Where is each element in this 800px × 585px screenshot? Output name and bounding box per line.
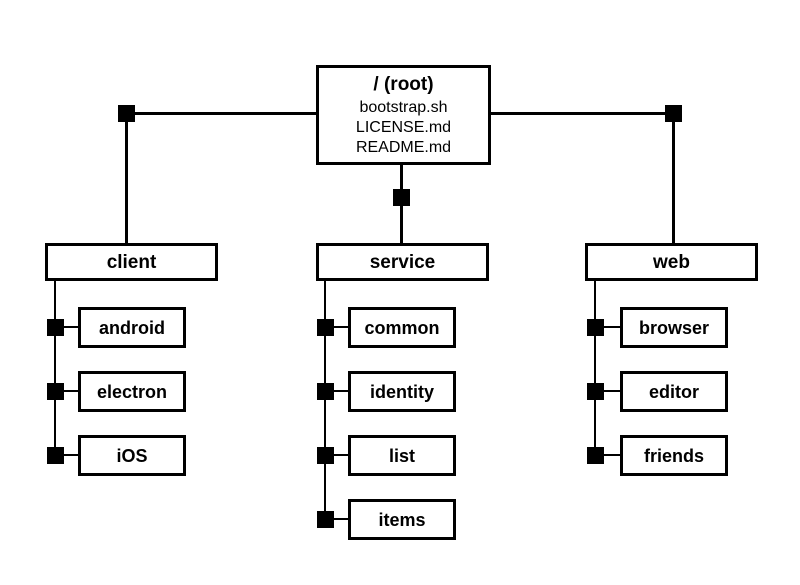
connector-web-drop xyxy=(672,112,675,245)
connector-knob-client-child-2 xyxy=(47,447,64,464)
connector-knob-client-child-0 xyxy=(47,319,64,336)
node-electron[interactable]: electron xyxy=(78,371,186,412)
node-list[interactable]: list xyxy=(348,435,456,476)
connector-web-child-1 xyxy=(600,390,622,392)
connector-client-child-1 xyxy=(60,390,82,392)
connector-service-child-0 xyxy=(330,326,352,328)
node-browser-title: browser xyxy=(638,317,710,338)
node-identity-title: identity xyxy=(369,381,434,402)
connector-service-child-1 xyxy=(330,390,352,392)
node-list-title: list xyxy=(388,445,415,466)
node-identity[interactable]: identity xyxy=(348,371,456,412)
node-root-title: / (root) xyxy=(373,73,434,95)
node-items[interactable]: items xyxy=(348,499,456,540)
node-root-file-1: LICENSE.md xyxy=(355,118,452,136)
connector-knob-service-child-2 xyxy=(317,447,334,464)
connector-client-child-2 xyxy=(60,454,82,456)
connector-client-child-0 xyxy=(60,326,82,328)
connector-knob-web-branch xyxy=(665,105,682,122)
connector-knob-client-branch xyxy=(118,105,135,122)
connector-root-to-client-horizontal xyxy=(127,112,319,115)
connector-knob-service-child-1 xyxy=(317,383,334,400)
node-editor[interactable]: editor xyxy=(620,371,728,412)
node-web-title: web xyxy=(653,251,690,273)
connector-service-child-2 xyxy=(330,454,352,456)
spine-web xyxy=(594,280,596,460)
connector-knob-service-child-0 xyxy=(317,319,334,336)
connector-knob-client-child-1 xyxy=(47,383,64,400)
spine-client xyxy=(54,280,56,460)
node-friends[interactable]: friends xyxy=(620,435,728,476)
node-service-title: service xyxy=(369,251,436,273)
spine-service xyxy=(324,280,326,524)
node-client[interactable]: client xyxy=(45,243,218,281)
connector-knob-web-child-2 xyxy=(587,447,604,464)
connector-service-child-3 xyxy=(330,518,352,520)
node-root-file-0: bootstrap.sh xyxy=(359,98,448,116)
node-root-file-2: README.md xyxy=(355,138,452,156)
node-ios[interactable]: iOS xyxy=(78,435,186,476)
connector-knob-service-child-3 xyxy=(317,511,334,528)
connector-web-child-0 xyxy=(600,326,622,328)
node-ios-title: iOS xyxy=(116,445,148,466)
node-service[interactable]: service xyxy=(316,243,489,281)
node-common-title: common xyxy=(364,317,440,338)
node-common[interactable]: common xyxy=(348,307,456,348)
node-editor-title: editor xyxy=(648,381,699,402)
node-friends-title: friends xyxy=(643,445,704,466)
node-client-title: client xyxy=(106,251,157,273)
node-root[interactable]: / (root) bootstrap.sh LICENSE.md README.… xyxy=(316,65,491,165)
connector-web-child-2 xyxy=(600,454,622,456)
connector-knob-service-branch xyxy=(393,189,410,206)
connector-knob-web-child-1 xyxy=(587,383,604,400)
node-web[interactable]: web xyxy=(585,243,758,281)
connector-root-to-web-horizontal xyxy=(488,112,676,115)
connector-knob-web-child-0 xyxy=(587,319,604,336)
node-items-title: items xyxy=(378,509,426,530)
node-android-title: android xyxy=(99,317,165,338)
node-electron-title: electron xyxy=(96,381,168,402)
connector-client-drop xyxy=(125,112,128,245)
node-browser[interactable]: browser xyxy=(620,307,728,348)
node-android[interactable]: android xyxy=(78,307,186,348)
